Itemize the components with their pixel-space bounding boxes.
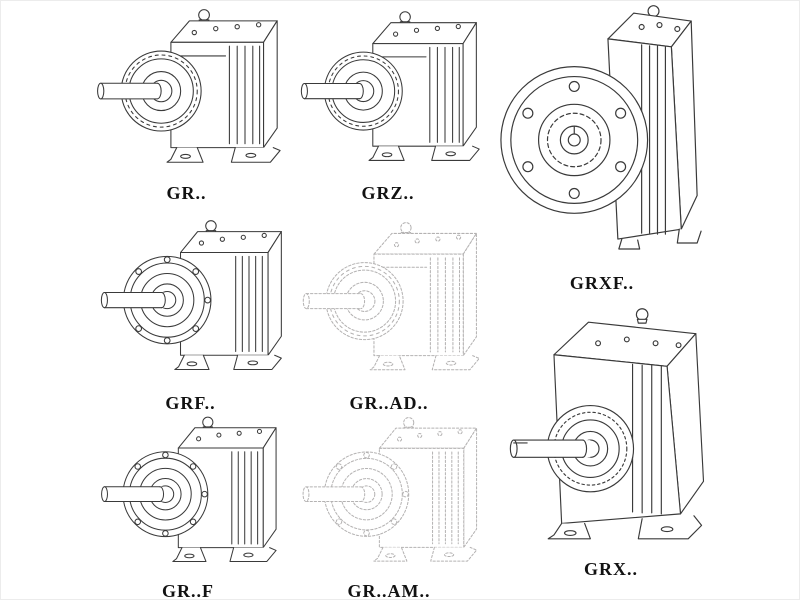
figure-label-grx: GRX.. <box>584 559 638 579</box>
gearbox-drawing-grf <box>93 213 288 391</box>
gearbox-drawing-grad <box>295 215 483 391</box>
figure-grz: GRZ.. <box>293 5 483 204</box>
figure-grff: GR..F <box>93 413 283 600</box>
gearbox-drawing-grxf <box>493 3 711 271</box>
figure-label-grad: GR..AD.. <box>349 393 429 413</box>
figure-label-grz: GRZ.. <box>361 183 415 203</box>
figure-grad: GR..AD.. <box>295 215 483 414</box>
figure-label-grf: GRF.. <box>165 393 216 413</box>
gearbox-drawing-grx <box>497 303 725 557</box>
figure-grxf: GRXF.. <box>493 3 711 294</box>
figure-label-gram: GR..AM.. <box>347 581 431 600</box>
figure-label-grff: GR..F <box>162 581 214 600</box>
gearbox-drawing-grz <box>293 5 483 181</box>
gearbox-drawing-gram <box>295 413 483 579</box>
gearbox-drawing-gr <box>89 5 284 181</box>
figure-gr: GR.. <box>89 5 284 204</box>
figure-label-grxf: GRXF.. <box>569 273 635 293</box>
figure-label-gr: GR.. <box>166 183 207 203</box>
figure-grf: GRF.. <box>93 213 288 414</box>
figure-gram: GR..AM.. <box>295 413 483 600</box>
gearbox-drawing-grff <box>93 413 283 579</box>
figure-grx: GRX.. <box>497 303 725 580</box>
